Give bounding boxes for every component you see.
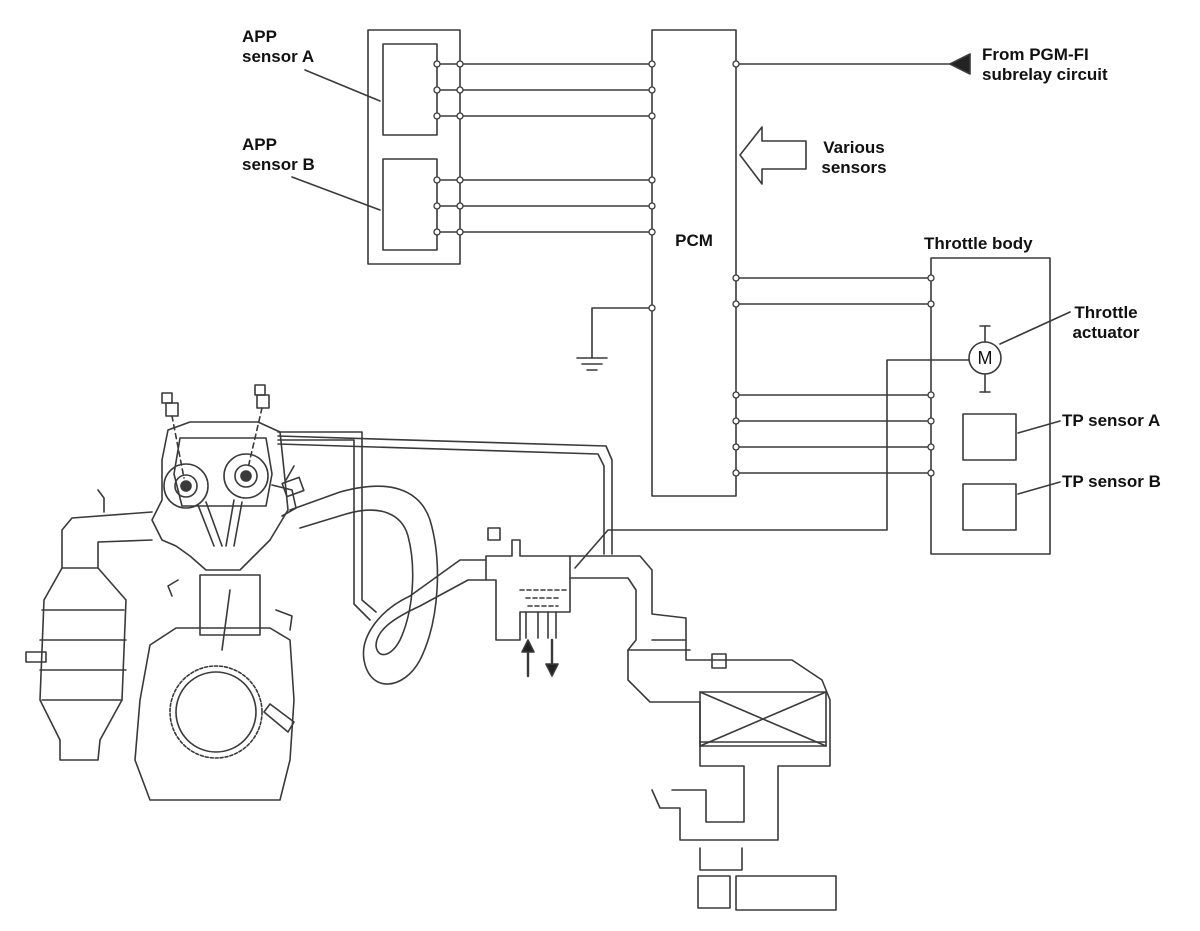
tp-sensor-b-box [962, 483, 1017, 531]
throttle-body-label: Throttle body [924, 234, 1033, 253]
tp-sensor-a-label: TP sensor A [1062, 411, 1161, 430]
cylinder-head [151, 421, 289, 571]
throttle-body-wiring [735, 277, 932, 474]
app-sensor-housing [367, 29, 461, 265]
from-pgm-fi-label: From PGM-FI subrelay circuit [982, 45, 1108, 84]
resonator [697, 847, 837, 911]
intake-runner [289, 485, 487, 685]
tp-sensor-a-box [962, 413, 1017, 461]
app-sensor-b-label: APP sensor B [242, 135, 315, 174]
intake-duct [569, 555, 831, 841]
tp-sensor-b-label: TP sensor B [1062, 472, 1161, 491]
hollow-arrow-icon [739, 126, 807, 185]
throttle-actuator-leader [999, 311, 1071, 345]
camshaft-left [163, 463, 209, 509]
pcm-label: PCM [675, 231, 713, 250]
connection-nodes [433, 60, 935, 477]
air-cleaner-box [699, 691, 827, 747]
app-sensor-assembly [367, 29, 461, 265]
vacuum-hose [277, 431, 377, 613]
catalytic-converter [39, 567, 127, 761]
exhaust-manifold [61, 511, 153, 569]
motor-symbol-label: M [977, 348, 993, 368]
throttle-body-box [930, 257, 1051, 555]
tp-sensor-b-leader [1017, 481, 1061, 495]
motor-icon [968, 325, 1002, 393]
app-sensor-wiring [436, 63, 653, 233]
ground-icon [576, 307, 653, 371]
app-sensor-a-leader [304, 69, 381, 102]
actuator-linkage-line [574, 359, 970, 569]
engine-block [134, 627, 295, 801]
app-sensor-a-label: APP sensor A [242, 27, 315, 66]
tp-sensor-a-leader [1017, 420, 1061, 434]
engine-intake-illustration [25, 384, 837, 911]
intake-throttle-body [485, 539, 571, 641]
triangle-arrow-icon [949, 53, 971, 75]
pcm-box [651, 29, 737, 497]
app-sensor-b-box [382, 158, 438, 251]
app-sensor-a-box [382, 43, 438, 136]
fuel-injector-right [247, 384, 270, 469]
piston [199, 574, 261, 636]
various-sensors-label: Various sensors [821, 138, 887, 177]
camshaft-right [223, 453, 269, 499]
crankshaft [169, 665, 263, 759]
throttle-actuator-label: Throttle actuator [1072, 303, 1140, 342]
app-sensor-b-leader [291, 176, 381, 211]
